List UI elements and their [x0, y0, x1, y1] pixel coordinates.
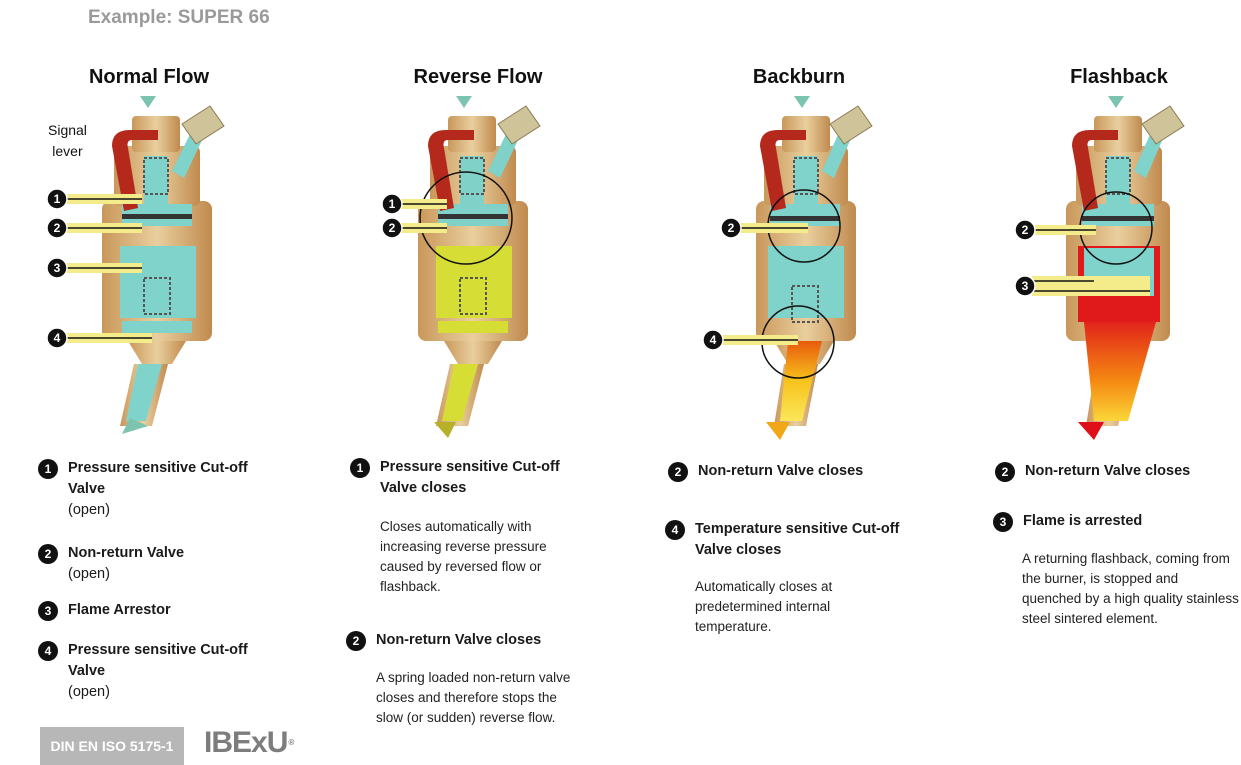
inlet-fitting — [829, 105, 873, 145]
backburn-flame — [780, 341, 822, 421]
legend-flashback-item-2: 2 Non-return Valve closes — [995, 461, 1235, 482]
valve-cutaway-normal-flow — [102, 96, 225, 434]
gas-channel — [768, 130, 852, 421]
legend-reverse-item-2: 2 Non-return Valve closes — [346, 630, 586, 651]
callout-backburn-2: 2 — [720, 217, 808, 239]
item-title: Flame is arrested — [1023, 513, 1143, 529]
callout-number: 2 — [728, 221, 735, 235]
inlet-fitting — [497, 105, 541, 145]
item-title: Temperature sensitive Cut-off Valve clos… — [695, 521, 900, 558]
gas-inlet-arrow — [794, 96, 810, 108]
reverse-flow-arrow — [434, 422, 456, 438]
legend-normal-item-4: 4 Pressure sensitive Cut-off Valve (open… — [38, 640, 268, 703]
flashback-item-3-description: A returning flashback, coming from the b… — [1022, 551, 1239, 626]
callout-backburn-4: 4 — [702, 329, 798, 351]
title-backburn: Backburn — [752, 66, 846, 88]
valve-cutaway-reverse-flow — [418, 96, 541, 438]
gas-inlet-arrow — [140, 96, 156, 108]
legend-reverse-item-1: 1 Pressure sensitive Cut-off Valve close… — [350, 457, 590, 499]
item-title: Pressure sensitive Cut-off Valve closes — [380, 459, 560, 496]
backburn-item-4-description: Automatically closes at predetermined in… — [695, 579, 833, 634]
callout-number: 4 — [54, 331, 61, 345]
legend-normal-item-1: 1 Pressure sensitive Cut-off Valve (open… — [38, 458, 268, 521]
springs — [122, 157, 192, 315]
item-title: Non-return Valve — [68, 545, 185, 561]
callout-reverse-2: 2 — [381, 217, 447, 239]
legend-normal-item-3: 3 Flame Arrestor — [38, 600, 268, 621]
signal-label-line1: Signal — [48, 122, 87, 138]
title-normal-flow: Normal Flow — [88, 66, 209, 88]
item-number: 3 — [38, 601, 58, 621]
callout-number: 1 — [54, 192, 61, 206]
item-status: (open) — [68, 684, 110, 700]
callout-number: 4 — [710, 333, 717, 347]
callout-normal-1: 1 — [46, 188, 142, 210]
logo-text: IBExU — [204, 726, 288, 759]
item-number: 2 — [346, 631, 366, 651]
callout-number: 3 — [1022, 279, 1029, 293]
item-status: (open) — [68, 566, 110, 582]
signal-lever-handle — [428, 130, 474, 211]
focus-circle — [419, 171, 513, 265]
flashback-arrow — [1078, 422, 1104, 440]
signal-lever-handle — [1072, 130, 1118, 211]
item-number: 3 — [993, 512, 1013, 532]
signal-lever-label: Signal lever — [48, 120, 87, 162]
legend-backburn-item-2: 2 Non-return Valve closes — [668, 461, 908, 482]
item-title: Pressure sensitive Cut-off Valve — [68, 460, 248, 497]
callout-normal-4: 4 — [46, 327, 152, 349]
legend-normal-item-2: 2 Non-return Valve (open) — [38, 543, 268, 585]
item-title: Flame Arrestor — [68, 602, 171, 618]
callout-normal-2: 2 — [46, 217, 142, 239]
callout-reverse-1: 1 — [381, 193, 447, 215]
legend-flashback-item-3: 3 Flame is arrested — [993, 511, 1233, 532]
page-title: Example: SUPER 66 — [88, 7, 270, 28]
item-number: 4 — [665, 520, 685, 540]
springs — [770, 157, 840, 323]
standard-badge: DIN EN ISO 5175-1 — [40, 727, 184, 765]
callout-number: 3 — [54, 261, 61, 275]
signal-lever-handle — [760, 130, 806, 211]
gas-outlet-arrow — [122, 418, 148, 434]
valve-cutaway-backburn — [756, 96, 873, 440]
inlet-fitting — [1141, 105, 1185, 145]
callout-number: 2 — [389, 221, 396, 235]
item-number: 1 — [38, 459, 58, 479]
registered-mark: ® — [288, 738, 294, 747]
ibexu-logo: IBExU® — [204, 726, 294, 759]
callout-normal-3: 3 — [46, 257, 142, 279]
callout-flashback-2: 2 — [1014, 219, 1096, 241]
callout-flashback-3: 3 — [1014, 275, 1150, 297]
gas-inlet-arrow — [456, 96, 472, 108]
title-flashback: Flashback — [1070, 66, 1168, 88]
item-number: 2 — [995, 462, 1015, 482]
reverse-item-1-description: Closes automatically with increasing rev… — [380, 519, 547, 594]
springs — [1082, 157, 1154, 221]
backburn-arrow — [766, 422, 790, 440]
title-reverse-flow: Reverse Flow — [413, 66, 543, 88]
item-number: 2 — [38, 544, 58, 564]
signal-label-line2: lever — [52, 143, 83, 159]
item-title: Pressure sensitive Cut-off Valve — [68, 642, 248, 679]
item-number: 4 — [38, 641, 58, 661]
gas-inlet-arrow — [1108, 96, 1124, 108]
reverse-item-2-description: A spring loaded non-return valve closes … — [376, 670, 571, 725]
item-title: Non-return Valve closes — [376, 632, 542, 648]
item-number: 2 — [668, 462, 688, 482]
legend-backburn-item-4: 4 Temperature sensitive Cut-off Valve cl… — [665, 519, 910, 561]
signal-lever-handle[interactable] — [112, 130, 158, 211]
inlet-fitting — [181, 105, 225, 145]
callout-number: 2 — [1022, 223, 1029, 237]
callout-number: 1 — [389, 197, 396, 211]
item-title: Non-return Valve closes — [698, 463, 864, 479]
callout-number: 2 — [54, 221, 61, 235]
item-title: Non-return Valve closes — [1025, 463, 1191, 479]
flashback-flame — [1084, 322, 1156, 421]
item-status: (open) — [68, 502, 110, 518]
item-number: 1 — [350, 458, 370, 478]
valve-cutaway-flashback — [1066, 96, 1185, 440]
